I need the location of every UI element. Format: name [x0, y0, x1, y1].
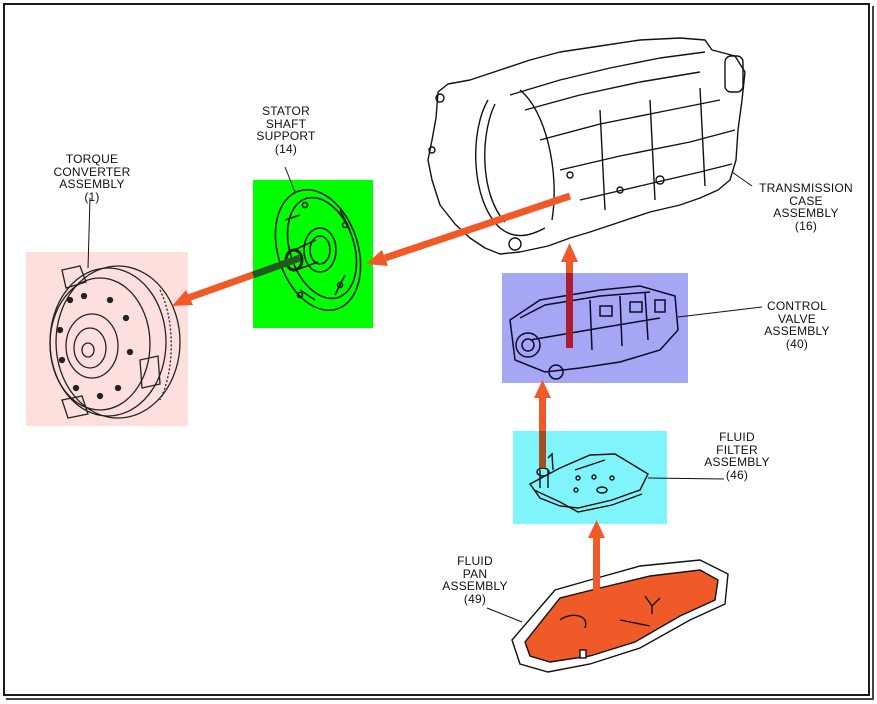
label-line: ASSEMBLY	[442, 579, 508, 593]
leader-control-valve	[677, 306, 763, 318]
flow-arrowhead-valve-to-case	[561, 243, 578, 262]
frame-shadow	[6, 6, 874, 700]
label-fluid-pan: FLUID PAN ASSEMBLY (49)	[430, 555, 520, 605]
flow-arrow-stator-overlap	[251, 254, 302, 279]
flow-arrowhead-stator-to-converter	[172, 290, 193, 306]
flow-arrowhead-pan-to-filter	[588, 520, 605, 538]
torque-converter-drawing	[49, 265, 181, 419]
label-line: ASSEMBLY	[764, 324, 830, 338]
label-line: TORQUE	[65, 152, 119, 166]
label-line: ASSEMBLY	[704, 455, 770, 469]
label-fluid-filter: FLUID FILTER ASSEMBLY (46)	[692, 431, 782, 481]
flow-arrow-filter-overlap	[539, 431, 546, 468]
label-ref: (49)	[463, 591, 487, 606]
label-ref: (46)	[725, 467, 749, 482]
label-line: PAN	[462, 566, 488, 581]
label-line: ASSEMBLY	[59, 177, 125, 191]
leader-transmission-case	[731, 171, 753, 187]
label-line: TRANSMISSION	[759, 181, 853, 195]
label-line: VALVE	[778, 311, 816, 326]
flow-arrow-case-to-stator	[383, 192, 572, 262]
label-line: SUPPORT	[256, 129, 316, 143]
leader-torque-converter	[87, 197, 91, 269]
label-ref: (1)	[84, 189, 100, 204]
label-line: ASSEMBLY	[773, 206, 839, 220]
label-line: STATOR	[262, 104, 310, 118]
flow-arrow-valve-overlap	[566, 273, 573, 348]
label-line: SHAFT	[265, 116, 307, 131]
transmission-case-drawing	[427, 37, 746, 255]
label-line: FLUID	[719, 430, 755, 444]
leader-lines	[87, 166, 763, 623]
label-ref: (14)	[274, 141, 298, 156]
stator-support-highlight	[253, 180, 373, 328]
flow-arrows	[172, 192, 605, 596]
label-line: FLUID	[457, 554, 493, 568]
leader-fluid-filter	[647, 477, 725, 480]
flow-arrow-pan-to-filter	[593, 536, 600, 596]
stator-support-drawing	[274, 188, 362, 312]
label-line: FILTER	[716, 442, 758, 457]
leader-fluid-pan	[486, 607, 523, 623]
label-line: CASE	[789, 193, 823, 208]
leader-stator-support	[284, 166, 296, 193]
fluid-filter-highlight	[513, 431, 667, 524]
flow-arrowhead-filter-to-valve	[534, 380, 551, 398]
label-line: CONTROL	[766, 299, 828, 313]
control-valve-drawing	[509, 285, 679, 380]
label-transmission-case: TRANSMISSION CASE ASSEMBLY (16)	[748, 182, 864, 232]
label-line: CONVERTER	[53, 164, 131, 179]
label-control-valve: CONTROL VALVE ASSEMBLY (40)	[752, 300, 842, 350]
fluid-pan-drawing	[511, 559, 729, 673]
flow-arrowhead-case-to-stator	[366, 250, 388, 266]
label-ref: (16)	[794, 218, 818, 233]
label-ref: (40)	[785, 336, 809, 351]
label-torque-converter: TORQUE CONVERTER ASSEMBLY (1)	[42, 153, 142, 203]
label-stator-shaft-support: STATOR SHAFT SUPPORT (14)	[243, 105, 329, 155]
